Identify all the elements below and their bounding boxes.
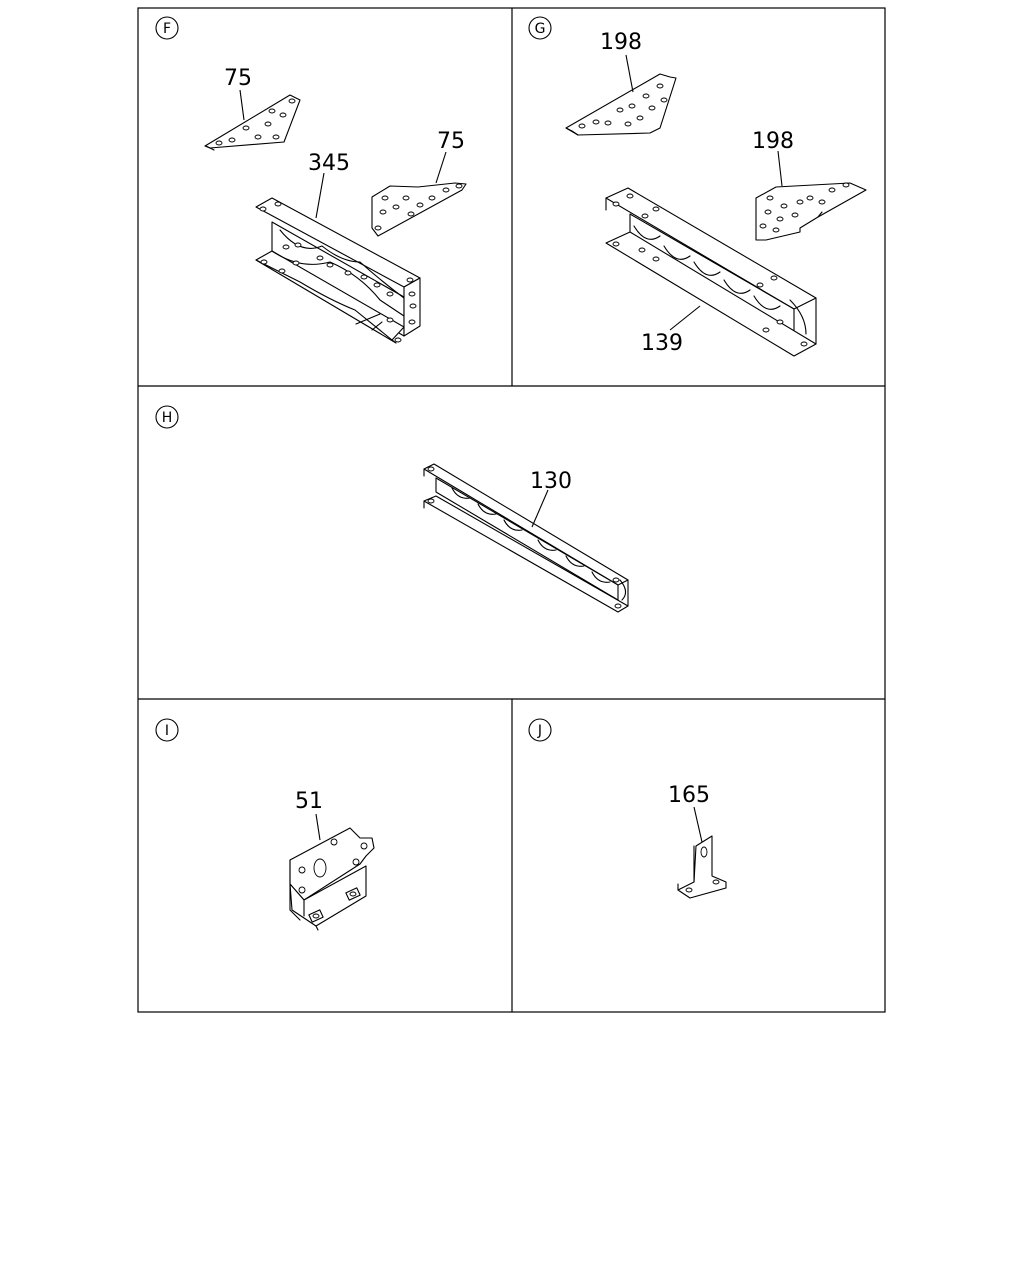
part-number-label: 198 <box>752 129 794 154</box>
panel-marker-f: F <box>155 16 179 40</box>
part-198-plate-right <box>755 182 867 241</box>
svg-text:I: I <box>165 723 169 739</box>
part-130-channel <box>423 463 629 613</box>
leader-line <box>777 150 783 187</box>
leader-line <box>239 89 245 121</box>
leader-line <box>669 305 701 331</box>
leader-line <box>315 172 325 219</box>
part-number-label: 130 <box>530 469 572 494</box>
part-345-crossmember <box>255 197 421 344</box>
panel-marker-i: I <box>155 718 179 742</box>
part-number-label: 165 <box>668 783 710 808</box>
leader-line <box>435 151 447 184</box>
leader-line <box>693 806 703 843</box>
part-139-channel <box>605 187 817 357</box>
leader-line <box>531 489 549 528</box>
leader-line <box>315 813 321 841</box>
svg-text:F: F <box>163 21 171 37</box>
part-75-plate-left <box>204 94 301 151</box>
part-number-label: 139 <box>641 331 683 356</box>
part-198-plate-top <box>565 73 677 136</box>
panel-marker-h: H <box>155 405 179 429</box>
svg-text:J: J <box>537 723 542 739</box>
part-75-plate-right <box>371 182 467 237</box>
diagram-frame <box>137 7 886 1013</box>
part-number-label: 75 <box>437 129 465 154</box>
part-165-bracket <box>677 835 727 899</box>
svg-text:G: G <box>535 21 546 37</box>
leader-line <box>625 54 634 93</box>
panel-marker-g: G <box>528 16 552 40</box>
svg-text:H: H <box>162 410 173 426</box>
part-number-label: 198 <box>600 30 642 55</box>
part-number-label: 75 <box>224 66 252 91</box>
part-51-bracket <box>289 827 375 931</box>
part-number-label: 51 <box>295 789 323 814</box>
panel-marker-j: J <box>528 718 552 742</box>
part-number-label: 345 <box>308 151 350 176</box>
